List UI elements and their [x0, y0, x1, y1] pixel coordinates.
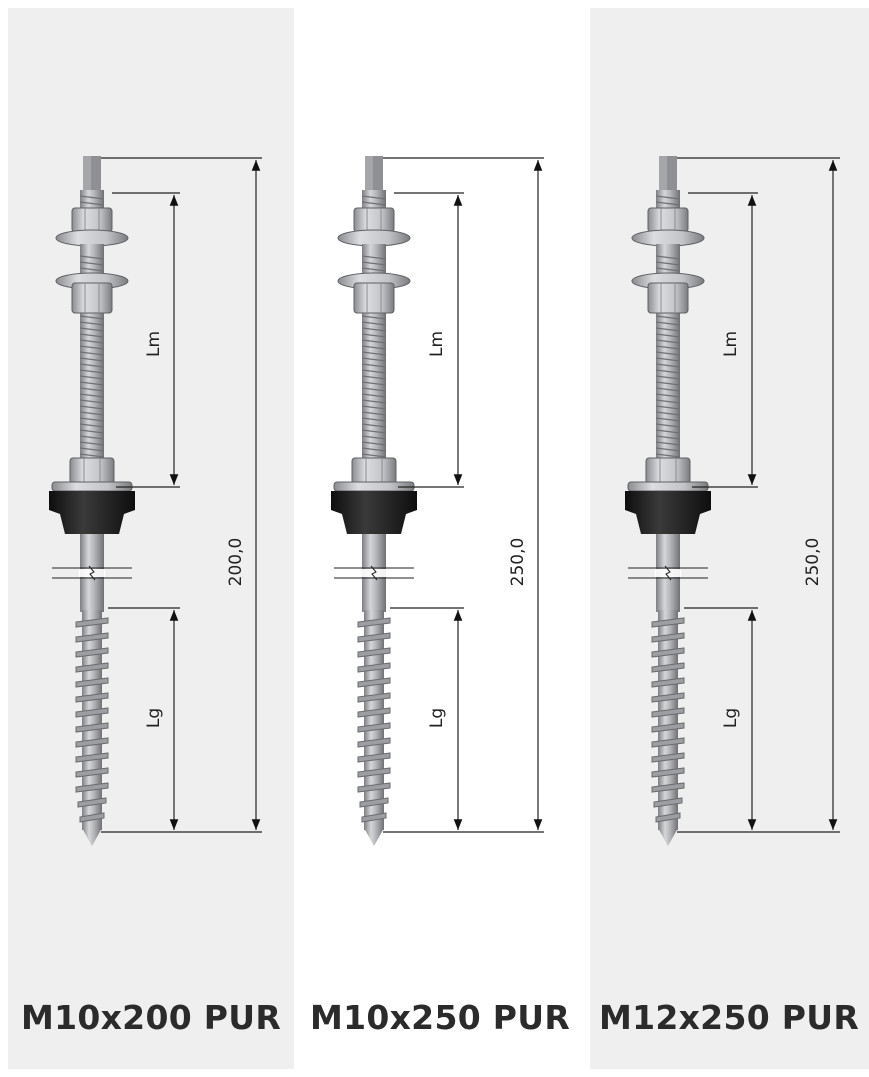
product-panel-m10x200	[8, 8, 294, 1069]
dimension-lines-m10x250	[383, 157, 544, 833]
lm-label-m10x200: Lm	[144, 330, 164, 358]
product-panel-m12x250	[590, 8, 869, 1069]
hanger-bolt-m12x250	[624, 155, 712, 847]
product-title-m12x250: M12x250 PUR	[598, 998, 860, 1037]
hanger-bolt-m10x200	[48, 155, 136, 847]
lg-label-m12x250: Lg	[721, 707, 741, 729]
lm-label-m12x250: Lm	[721, 330, 741, 358]
dimension-lines-m10x200	[101, 157, 262, 833]
total-length-m12x250: 250,0	[803, 537, 823, 587]
total-length-m10x250: 250,0	[508, 537, 528, 587]
lm-label-m10x250: Lm	[427, 330, 447, 358]
lg-label-m10x250: Lg	[427, 707, 447, 729]
hanger-bolt-m10x250	[330, 155, 418, 847]
lg-label-m10x200: Lg	[144, 707, 164, 729]
dimension-lines-m12x250	[677, 157, 840, 833]
total-length-m10x200: 200,0	[226, 537, 246, 587]
product-title-m10x250: M10x250 PUR	[309, 998, 571, 1037]
product-title-m10x200: M10x200 PUR	[20, 998, 282, 1037]
